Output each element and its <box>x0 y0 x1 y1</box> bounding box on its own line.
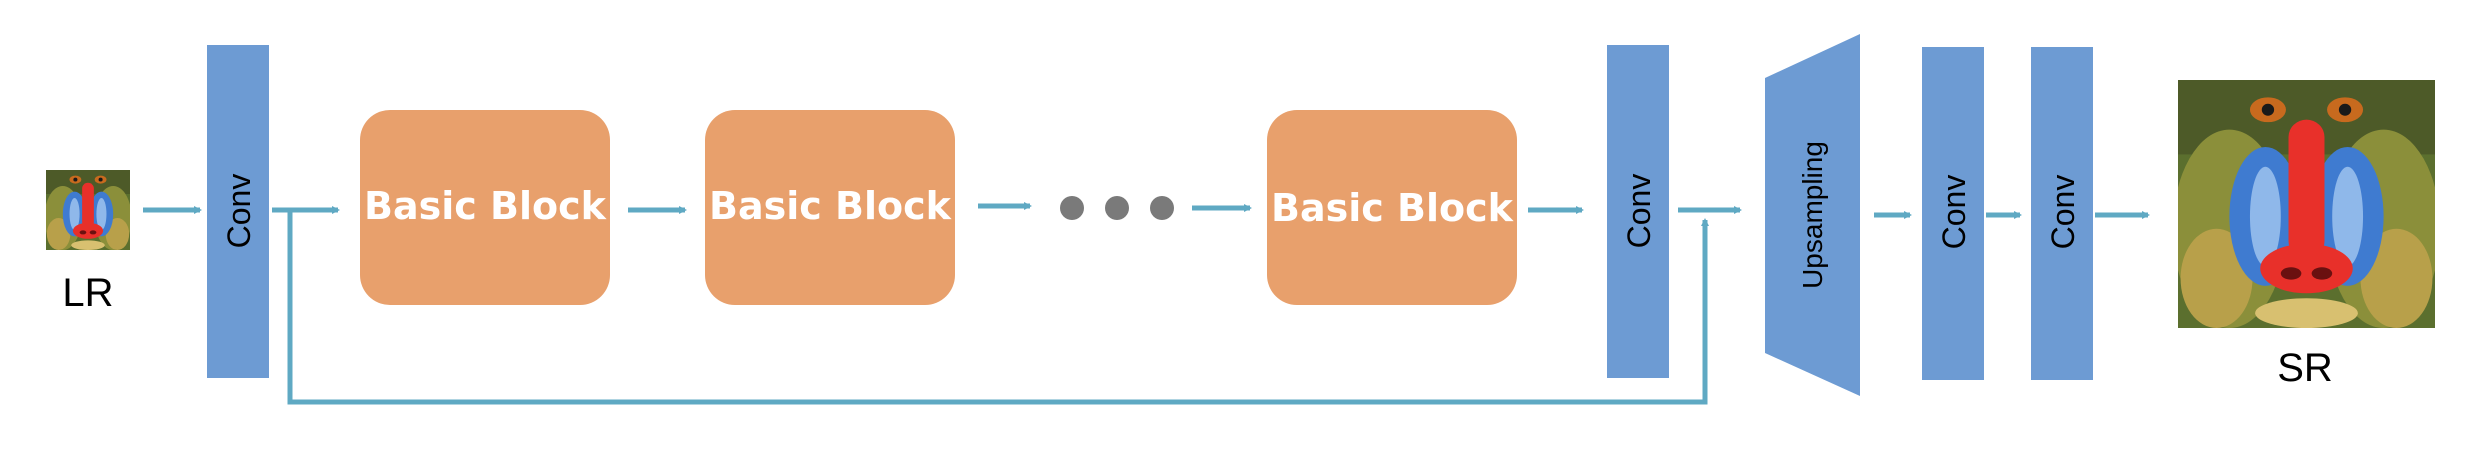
basic-block-1: Basic Block <box>360 110 610 305</box>
basic-block-3-label: Basic Block <box>1271 186 1514 230</box>
conv-layer-1-label: Conv <box>221 174 257 249</box>
ellipsis-dots <box>1060 196 1174 220</box>
skip-connection-arrow <box>287 210 1709 405</box>
upsampling-layer: Upsampling <box>1765 34 1860 396</box>
conv-layer-4: Conv <box>2031 47 2093 380</box>
mandrill-photo-icon <box>2178 80 2435 328</box>
conv-layer-3-label: Conv <box>1936 175 1972 250</box>
output-label: SR <box>2277 346 2333 390</box>
basic-block-3: Basic Block <box>1267 110 1517 305</box>
basic-block-2-label: Basic Block <box>709 184 952 228</box>
conv-layer-4-label: Conv <box>2045 175 2081 250</box>
basic-block-1-label: Basic Block <box>364 184 607 228</box>
conv-layer-2-label: Conv <box>1621 174 1657 249</box>
input-image <box>46 170 130 250</box>
conv-layer-3: Conv <box>1922 47 1984 380</box>
mandrill-thumbnail-icon <box>46 170 130 250</box>
input-label: LR <box>62 271 113 315</box>
output-image <box>2178 80 2435 328</box>
upsampling-label: Upsampling <box>1797 141 1828 289</box>
basic-block-2: Basic Block <box>705 110 955 305</box>
conv-layer-2: Conv <box>1607 45 1669 378</box>
conv-layer-1: Conv <box>207 45 269 378</box>
